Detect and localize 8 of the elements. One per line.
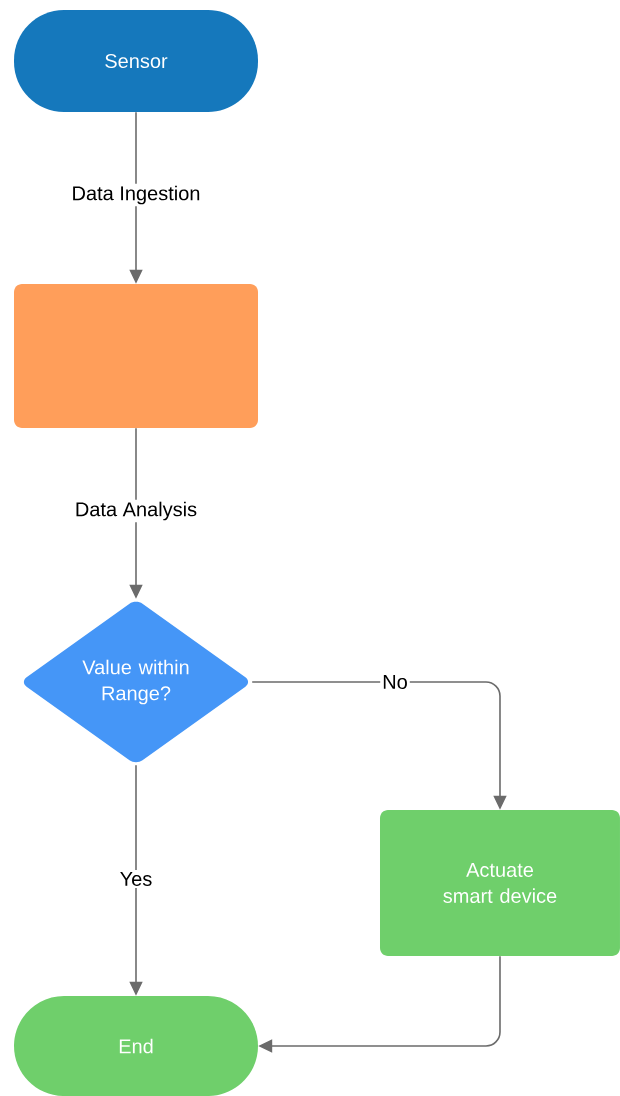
edge-label: Data Ingestion xyxy=(69,183,203,207)
process-box: Actuate smart device xyxy=(380,810,620,956)
edge-label: Yes xyxy=(117,870,155,888)
start-terminal: Sensor xyxy=(14,10,258,112)
process-box xyxy=(14,284,258,428)
end-terminal: End xyxy=(14,996,258,1096)
edge-label: Data Analysis xyxy=(72,499,200,523)
edge-label: No xyxy=(380,673,410,691)
